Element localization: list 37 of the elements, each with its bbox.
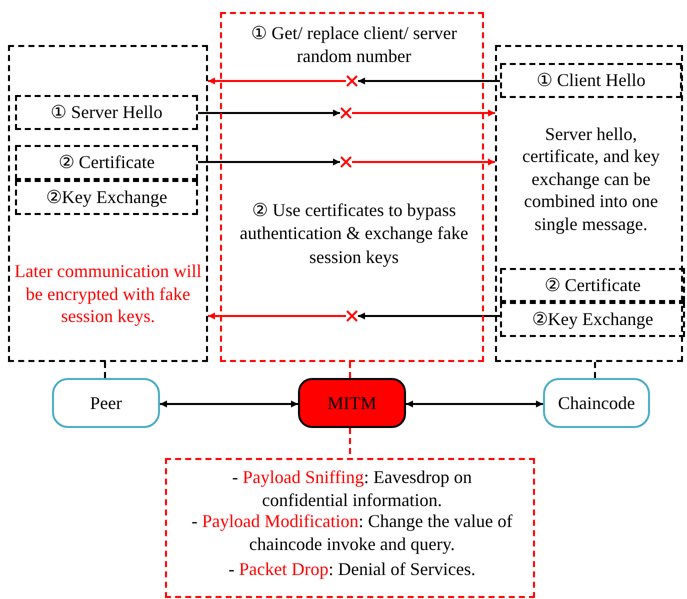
cross-icon — [340, 156, 352, 168]
step-text: ① Get/ replace client/ server random number — [250, 22, 458, 68]
arrow — [358, 78, 500, 84]
entity-box: Peer — [52, 378, 160, 428]
message-box: ② Certificate — [15, 145, 198, 180]
cross-icon — [340, 107, 352, 119]
arrow — [406, 400, 543, 408]
message-box: ②Key Exchange — [15, 180, 198, 215]
attack-panel — [220, 12, 484, 362]
threat-text: - Packet Drop: Denial of Services. — [228, 558, 476, 581]
connector-line — [104, 362, 106, 378]
dashed-panel — [8, 45, 208, 362]
message-box: ②Key Exchange — [500, 302, 685, 337]
entity-box: Chaincode — [543, 378, 650, 428]
cross-icon — [346, 75, 358, 87]
attacker-box: MITM — [298, 378, 406, 428]
note-text: Later communication will be encrypted with fake session keys. — [10, 256, 206, 332]
message-box: ② Certificate — [500, 268, 685, 302]
message-box: ① Server Hello — [15, 95, 198, 130]
step-text: ② Use certificates to bypass authentication & exchange fake session keys — [238, 199, 470, 269]
threat-text: - Payload Modification: Change the value of chaincode invoke and query. — [190, 510, 514, 556]
message-box: ① Client Hello — [500, 63, 682, 98]
dashed-panel — [495, 45, 683, 362]
arrow — [352, 110, 495, 116]
arrow — [358, 312, 500, 320]
attack-panel — [165, 458, 535, 598]
arrow — [208, 78, 346, 84]
connector-line — [594, 362, 596, 378]
arrow — [352, 158, 495, 166]
arrow — [198, 110, 340, 116]
arrow — [198, 158, 340, 166]
arrow — [160, 400, 298, 408]
arrow — [208, 312, 346, 320]
connector-line — [349, 362, 351, 378]
threat-text: - Payload Sniffing: Eavesdrop on confidential information. — [231, 466, 473, 512]
cross-icon — [346, 310, 358, 322]
note-text: Server hello, certificate, and key exchange can be combined into one single message. — [508, 115, 674, 243]
